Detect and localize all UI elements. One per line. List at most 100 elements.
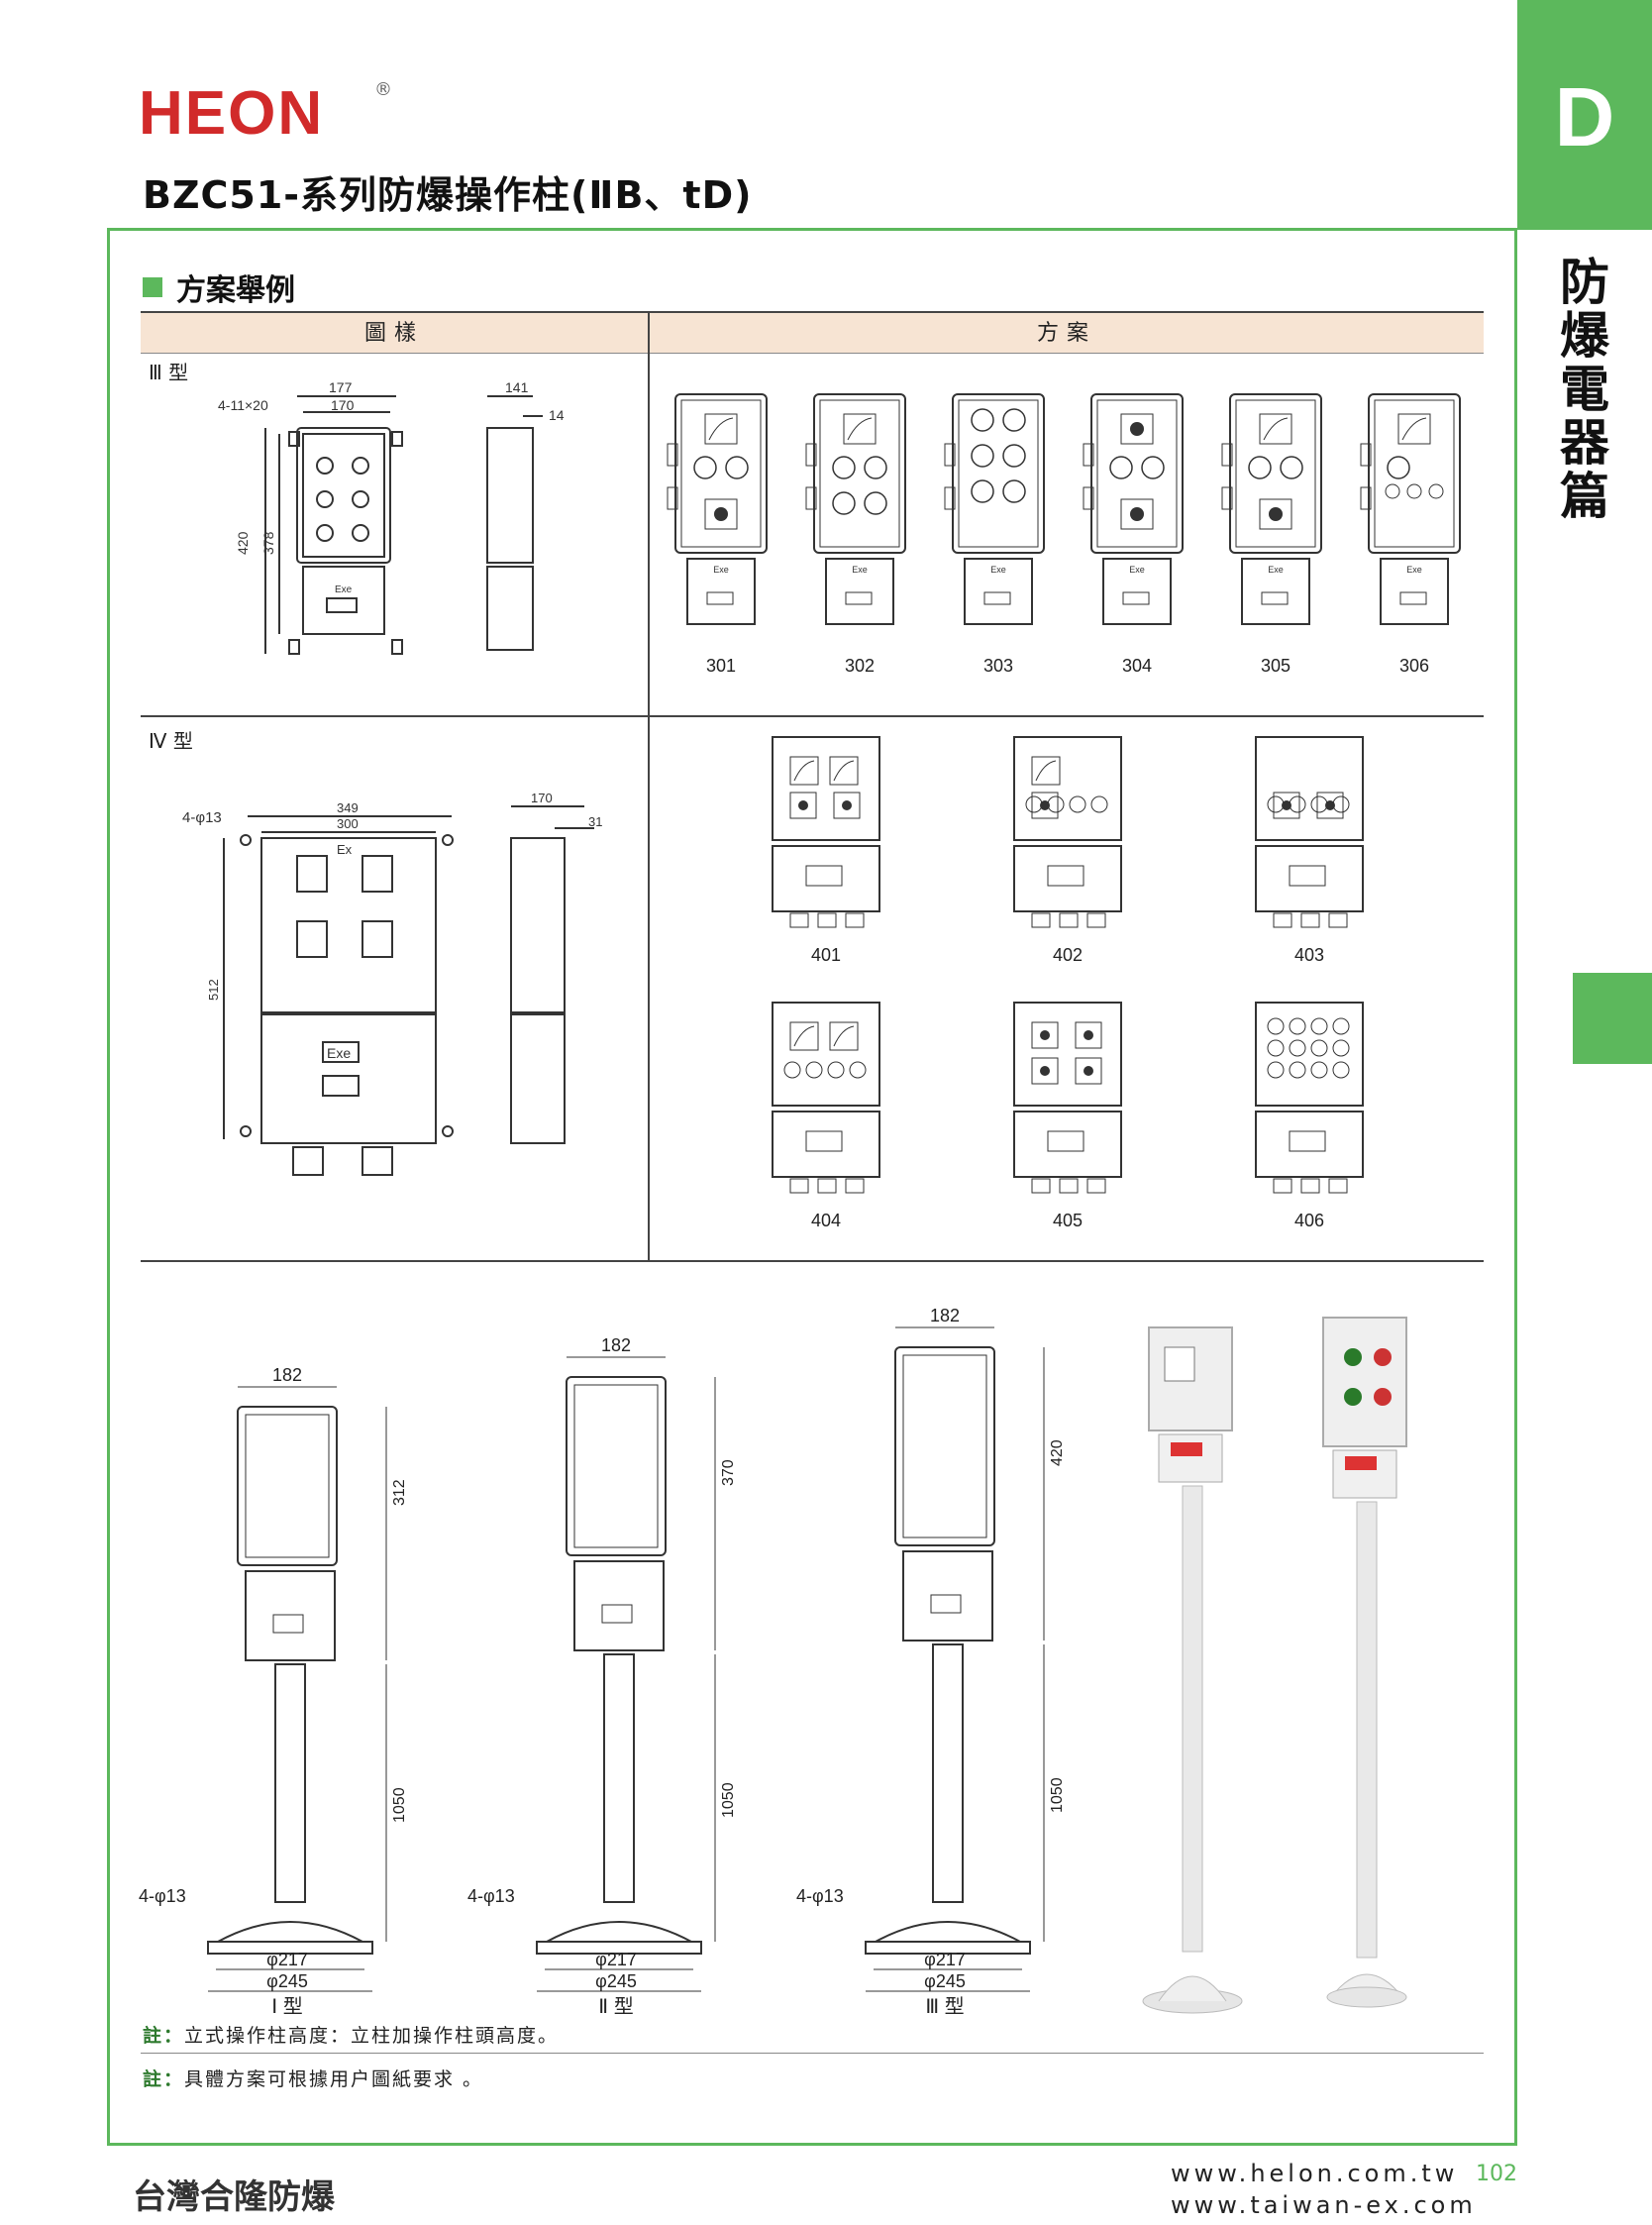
scheme-code: 402 [1053, 945, 1083, 965]
scheme-code: 305 [1261, 656, 1291, 676]
exe-label-iv: Exe [327, 1045, 351, 1061]
content-frame [107, 228, 1517, 2146]
photo-column-2 [1322, 1317, 1407, 2008]
scheme-code: 403 [1294, 945, 1324, 965]
note-2-prefix: 註： [143, 2068, 185, 2090]
footer-url-2[interactable]: www.taiwan-ex.com [1171, 2191, 1477, 2219]
scheme-301: 301 Exe [667, 393, 768, 676]
column-type-label: Ⅱ 型 [598, 1995, 633, 2018]
dim-d2: φ245 [595, 1971, 637, 1991]
row-divider [141, 1260, 1484, 1262]
scheme-406: 406 [1255, 1002, 1364, 1230]
section-title: 方案舉例 [176, 273, 295, 308]
scheme-401: 401 [772, 736, 880, 965]
section-tab: D [1517, 0, 1652, 230]
section-bullet-icon [143, 277, 162, 297]
dim-pole-height: 1050 [720, 1782, 737, 1818]
brand-logo: HEON [139, 79, 325, 148]
exe-label: Exe [1268, 565, 1284, 575]
dim-holes: 4-φ13 [467, 1886, 515, 1906]
dim-depth2: 14 [549, 407, 565, 423]
dim-iv-depth: 170 [531, 791, 553, 805]
scheme-code: 301 [706, 656, 736, 676]
photo-column-1 [1142, 1326, 1243, 2014]
scheme-code: 404 [811, 1211, 841, 1230]
exe-label: Exe [852, 565, 868, 575]
dim-width: 182 [930, 1308, 960, 1325]
dim-d2: φ245 [266, 1971, 308, 1991]
type-iv-label: Ⅳ 型 [149, 729, 193, 753]
header-drawing: 圖樣 [363, 321, 424, 346]
dim-height-outer: 420 [235, 531, 251, 555]
type-iii-drawing: 177 170 4-11×20 420 378 141 14 Exe [218, 379, 565, 655]
note-1-text: 立式操作柱高度：立柱加操作柱頭高度。 [184, 2025, 560, 2047]
dim-holes: 4-11×20 [218, 397, 268, 413]
dim-d1: φ217 [924, 1950, 966, 1969]
type-iv-schemes: 401 402 403 404 405 406 [662, 733, 1484, 1248]
dim-head-height: 370 [720, 1459, 737, 1486]
notes-divider [141, 2053, 1484, 2054]
column-drawings: 182 312 1050 4-φ13 φ217 φ245 Ⅰ 型 182 370 1050 4-φ1… [129, 1306, 1080, 2021]
scheme-302: 302 Exe [805, 393, 906, 676]
scheme-404: 404 [772, 1002, 880, 1230]
table-header [141, 311, 1484, 354]
scheme-305: 305 Exe [1221, 393, 1322, 676]
side-section-title: 防爆電器篇 [1560, 254, 1609, 525]
dim-d1: φ217 [595, 1950, 637, 1969]
dim-head-height: 312 [391, 1479, 408, 1506]
scheme-304: 304 Exe [1083, 393, 1184, 676]
dim-iv-outer-width: 349 [337, 800, 359, 815]
exe-label: Exe [1129, 565, 1145, 575]
exe-label: Exe [1406, 565, 1422, 575]
ex-label: Ex [337, 842, 353, 857]
scheme-code: 401 [811, 945, 841, 965]
type-iv-drawing: 349 300 4-φ13 512 170 31 Ex Exe [182, 791, 602, 1176]
scheme-403: 403 [1255, 736, 1364, 965]
side-marker [1573, 973, 1652, 1064]
dim-iv-height: 512 [206, 979, 221, 1001]
exe-label: Exe [990, 565, 1006, 575]
dim-iv-depth2: 31 [588, 814, 602, 829]
row-divider [141, 715, 1484, 717]
scheme-code: 405 [1053, 1211, 1083, 1230]
type-iii-label: Ⅲ 型 [149, 361, 189, 384]
scheme-303: 303 Exe [944, 393, 1045, 676]
scheme-code: 302 [845, 656, 875, 676]
product-photos [1142, 1317, 1407, 2014]
column-type-label: Ⅰ 型 [271, 1995, 302, 2018]
dim-width: 182 [601, 1335, 631, 1355]
dim-iv-holes: 4-φ13 [182, 809, 222, 826]
column-type-label: Ⅲ 型 [925, 1995, 964, 2018]
scheme-code: 304 [1122, 656, 1152, 676]
dim-holes: 4-φ13 [796, 1886, 844, 1906]
dim-d1: φ217 [266, 1950, 308, 1969]
page-number: 102 [1476, 2162, 1517, 2186]
dim-d2: φ245 [924, 1971, 966, 1991]
dim-head-height: 420 [1049, 1439, 1066, 1466]
scheme-code: 406 [1294, 1211, 1324, 1230]
footer-url-1[interactable]: www.helon.com.tw [1171, 2160, 1459, 2187]
page-title: BZC51-系列防爆操作柱(ⅡB、tD) [143, 173, 753, 217]
exe-label: Exe [335, 584, 353, 595]
dim-holes: 4-φ13 [139, 1886, 186, 1906]
dim-inner-width: 170 [331, 397, 355, 413]
exe-label: Exe [713, 565, 729, 575]
section-tab-letter: D [1554, 70, 1615, 163]
footer-brand: 台灣合隆防爆 [133, 2177, 335, 2217]
scheme-code: 303 [983, 656, 1013, 676]
note-1: 註：立式操作柱高度：立柱加操作柱頭高度。 [143, 2021, 559, 2048]
dim-width: 182 [272, 1365, 302, 1385]
dim-pole-height: 1050 [1049, 1777, 1066, 1813]
column-drawing-3: 182 420 1050 4-φ13 φ217 φ245 Ⅲ 型 [796, 1306, 1066, 2018]
header-scheme: 方案 [1036, 321, 1096, 346]
scheme-405: 405 [1013, 1002, 1122, 1230]
dim-height-inner: 378 [260, 531, 276, 555]
dim-iv-inner-width: 300 [337, 816, 359, 831]
table-divider [648, 311, 650, 1262]
note-2-text: 具體方案可根據用户圖紙要求 。 [184, 2068, 484, 2090]
column-drawing-2: 182 370 1050 4-φ13 φ217 φ245 Ⅱ 型 [467, 1335, 737, 2018]
note-2: 註：具體方案可根據用户圖紙要求 。 [143, 2065, 483, 2091]
